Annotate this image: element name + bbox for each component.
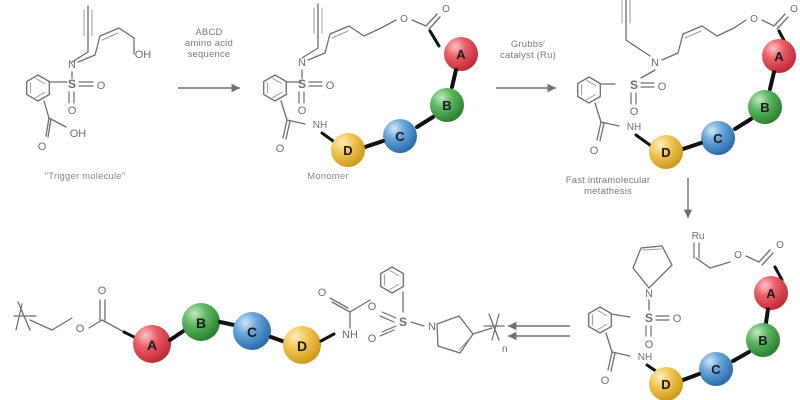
- bead-label-B: B: [758, 333, 767, 348]
- bead-label-A: A: [766, 286, 776, 301]
- atom-label-O: O: [673, 313, 682, 325]
- caption-monomer: Monomer: [307, 171, 349, 182]
- structure-polymer: O O A B C D NH O: [13, 266, 508, 364]
- structure-monomer: N O O S O O O NH: [263, 3, 478, 167]
- atom-label-N: N: [298, 57, 306, 69]
- atom-label-OH: OH: [135, 49, 152, 61]
- caption-trigger-molecule: "Trigger molecule": [44, 171, 126, 182]
- atom-label-Ru: Ru: [692, 231, 705, 242]
- reaction-label-step2: Grubbs' catalyst (Ru): [500, 39, 556, 61]
- polymer-bracket-right: [483, 313, 505, 341]
- bead-label-B: B: [196, 315, 206, 331]
- atom-label-N: N: [645, 288, 653, 300]
- atom-label-O: O: [326, 80, 335, 92]
- bead-label-A: A: [774, 49, 784, 64]
- atom-label-N: N: [651, 57, 659, 69]
- atom-label-O: O: [38, 141, 47, 153]
- atom-label-O: O: [658, 81, 667, 93]
- atom-label-NH: NH: [638, 352, 652, 363]
- atom-label-O: O: [630, 106, 639, 118]
- atom-label-NH: NH: [342, 329, 358, 341]
- atom-label-O: O: [776, 240, 784, 251]
- atom-label-NH: NH: [313, 120, 327, 131]
- atom-label-O: O: [298, 105, 307, 117]
- atom-label-O: O: [590, 145, 599, 157]
- bead-C: C: [233, 312, 271, 350]
- structure-metathesis-product: N O O S O O O NH A: [577, 0, 798, 169]
- atom-label-O: O: [368, 333, 377, 345]
- atom-label-O: O: [750, 14, 758, 25]
- bead-B: B: [748, 90, 782, 124]
- bead-label-C: C: [247, 324, 257, 340]
- atom-label-O: O: [318, 287, 327, 299]
- bead-C: C: [701, 121, 735, 155]
- bead-D: D: [649, 135, 683, 169]
- bead-label-A: A: [147, 337, 157, 353]
- atom-label-O: O: [400, 14, 408, 25]
- bead-A: A: [754, 276, 788, 310]
- atom-label-S: S: [645, 311, 653, 325]
- bead-C: C: [383, 119, 417, 153]
- bead-label-C: C: [395, 129, 405, 144]
- atom-label-O: O: [98, 285, 107, 297]
- reaction-label-step3: Fast intramolecular metathesis: [565, 175, 651, 197]
- atom-label-O: O: [645, 339, 654, 351]
- atom-label-O: O: [68, 105, 77, 117]
- atom-label-N: N: [428, 321, 436, 333]
- bead-D: D: [649, 367, 683, 400]
- polymer-bracket-left: [13, 301, 37, 331]
- atom-label-O: O: [601, 375, 610, 387]
- atom-label-O: O: [368, 301, 377, 313]
- atom-label-O: O: [276, 143, 285, 155]
- bead-label-C: C: [711, 362, 721, 377]
- bead-B: B: [746, 323, 780, 357]
- bead-B: B: [182, 303, 220, 341]
- bead-C: C: [699, 352, 733, 386]
- bead-label-C: C: [713, 131, 723, 146]
- bead-B: B: [430, 88, 464, 122]
- atom-label-OH: OH: [70, 128, 87, 140]
- polymer-repeat-label: n: [502, 344, 508, 355]
- bead-D: D: [331, 133, 365, 167]
- atom-label-O: O: [76, 323, 85, 335]
- atom-label-S: S: [630, 78, 638, 92]
- bead-label-D: D: [297, 338, 307, 354]
- bead-label-A: A: [456, 47, 466, 62]
- structure-ru-intermediate: Ru O O N S O O O NH A: [588, 231, 788, 400]
- atom-label-O: O: [97, 80, 106, 92]
- bead-A: A: [762, 39, 796, 73]
- bead-label-B: B: [760, 100, 769, 115]
- atom-label-S: S: [298, 77, 306, 91]
- bead-label-D: D: [661, 145, 670, 160]
- atom-label-O: O: [790, 4, 798, 15]
- bead-A: A: [133, 325, 171, 363]
- pyrroline-ring: [632, 245, 673, 289]
- bead-D: D: [283, 326, 321, 364]
- reaction-label-step1: ABCD amino acid sequence: [185, 27, 233, 60]
- bead-label-D: D: [661, 377, 670, 392]
- structure-trigger-molecule: N OH S O O O OH: [26, 5, 152, 153]
- atom-label-S: S: [399, 315, 407, 329]
- bead-label-D: D: [343, 143, 352, 158]
- atom-label-O: O: [442, 4, 450, 15]
- atom-label-O: O: [734, 250, 742, 261]
- bead-A: A: [444, 37, 478, 71]
- reaction-arrow-step4: [508, 321, 570, 341]
- atom-label-S: S: [68, 77, 76, 91]
- atom-label-NH: NH: [627, 122, 641, 133]
- pyrroline-ring: [436, 315, 474, 354]
- atom-label-N: N: [68, 59, 76, 71]
- bead-label-B: B: [442, 98, 451, 113]
